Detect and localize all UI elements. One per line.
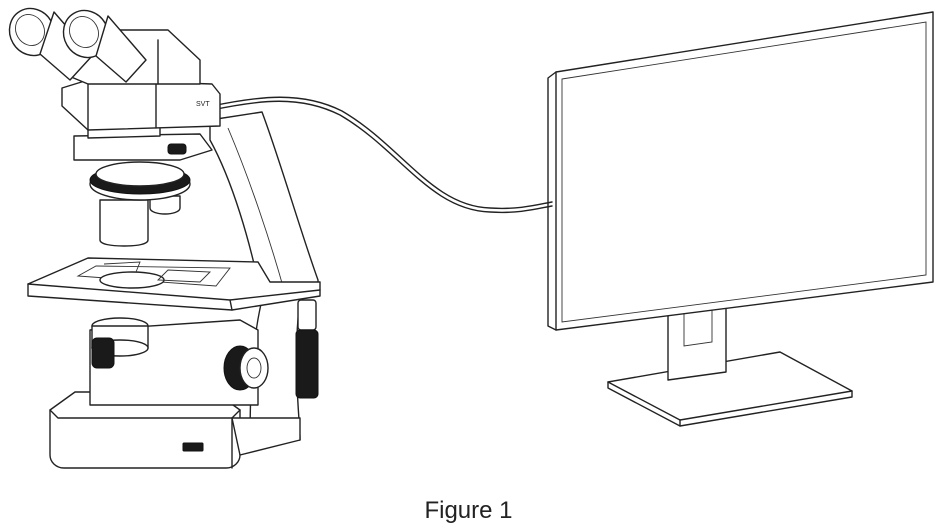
left-knob[interactable] xyxy=(91,337,115,369)
focusing-ring[interactable] xyxy=(89,161,191,201)
figure-caption: Figure 1 xyxy=(424,497,513,524)
stage xyxy=(27,257,321,311)
eyepiece-left xyxy=(8,7,93,81)
microscope: SVT xyxy=(8,7,321,469)
device-label: SVT xyxy=(196,101,210,108)
stage-control-knob[interactable] xyxy=(295,299,319,399)
eyepiece-right xyxy=(62,9,147,83)
usb-cable xyxy=(211,100,553,214)
objective xyxy=(99,195,181,247)
monitor-screen xyxy=(555,11,934,331)
monitor xyxy=(547,11,934,427)
power-switch[interactable] xyxy=(182,442,204,452)
focus-knob[interactable] xyxy=(223,345,269,391)
lock-screw[interactable] xyxy=(167,143,187,155)
monitor-stand-base xyxy=(607,351,853,421)
